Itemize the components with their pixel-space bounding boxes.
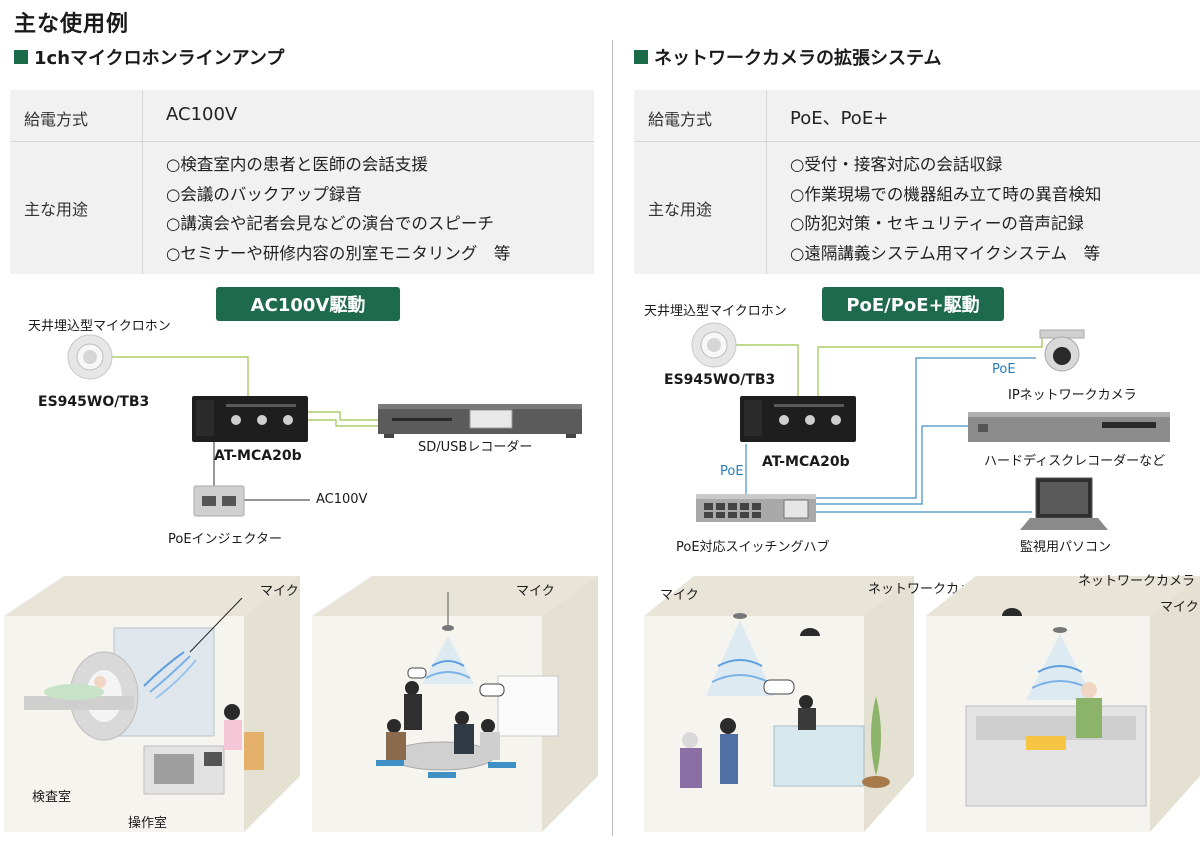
left-uses-list: ○検査室内の患者と医師の会話支援 ○会議のバックアップ録音 ○講演会や記者会見な… (166, 150, 510, 268)
square-bullet-icon (634, 50, 648, 64)
factory-scene (926, 576, 1200, 832)
exam-room-label: 検査室 (32, 790, 72, 805)
poe-tag-amp: PoE (720, 464, 744, 479)
list-item: ○講演会や記者会見などの演台でのスピーチ (166, 214, 494, 233)
reception-mic-label: マイク (660, 588, 699, 603)
right-spec-power-row: 給電方式 PoE、PoE+ (634, 90, 1200, 142)
hub-to-hdd-line (816, 425, 968, 505)
control-room-label: 操作室 (128, 816, 168, 831)
right-mic-caption: 天井埋込型マイクロホン (644, 304, 787, 319)
switching-hub-icon (696, 494, 816, 522)
list-item: ○セミナーや研修内容の別室モニタリング 等 (166, 243, 511, 263)
switch-hub-label: PoE対応スイッチングハブ (676, 540, 830, 555)
right-power-value: PoE、PoE+ (790, 108, 889, 129)
pc-label: 監視用パソコン (1020, 540, 1112, 555)
amp-to-recorder-line-2 (308, 419, 378, 427)
amp-to-camera-line (817, 335, 1043, 396)
list-item: ○受付・接客対応の会話収録 (790, 155, 1003, 174)
left-power-badge: AC100V駆動 (216, 287, 400, 321)
left-recorder-label: SD/USBレコーダー (418, 440, 533, 455)
list-item: ○防犯対策・セキュリティーの音声記録 (790, 214, 1084, 233)
page-title: 主な使用例 (14, 12, 130, 37)
list-item: ○作業現場での機器組み立て時の異音検知 (790, 184, 1102, 204)
ceiling-mic-icon (691, 322, 737, 368)
left-injector-label: PoEインジェクター (168, 532, 283, 547)
amplifier-icon (740, 396, 856, 442)
right-amp-model: AT-MCA20b (762, 454, 850, 470)
ceiling-mic-icon (67, 334, 113, 380)
right-column: ネットワークカメラの拡張システム 給電方式 PoE、PoE+ 主な用途 ○受付・… (622, 0, 1200, 846)
left-mic-model: ES945WO/TB3 (38, 394, 150, 410)
meeting-mic-label: マイク (516, 584, 555, 599)
right-mic-model: ES945WO/TB3 (664, 372, 776, 388)
left-amp-model: AT-MCA20b (214, 448, 302, 464)
left-power-label: 給電方式 (24, 110, 89, 129)
meeting-scene (312, 576, 598, 832)
left-section-title-text: 1chマイクロホンラインアンプ (34, 48, 285, 69)
list-item: ○会議のバックアップ録音 (166, 184, 362, 204)
left-section-title: 1chマイクロホンラインアンプ (14, 44, 284, 70)
column-divider (612, 40, 613, 836)
exam-room-scene (4, 576, 300, 832)
right-uses-list: ○受付・接客対応の会話収録 ○作業現場での機器組み立て時の異音検知 ○防犯対策・… (790, 150, 1101, 268)
factory-mic-label: マイク (1160, 600, 1199, 615)
right-system-diagram (691, 322, 1170, 530)
left-uses-label: 主な用途 (24, 200, 89, 219)
left-column: 1chマイクロホンラインアンプ 給電方式 AC100V 主な用途 ○検査室内の患… (4, 44, 598, 832)
left-spec-table: 給電方式 AC100V 主な用途 ○検査室内の患者と医師の会話支援 ○会議のバッ… (10, 90, 594, 274)
recorder-icon (378, 404, 582, 438)
right-section-title-text: ネットワークカメラの拡張システム (654, 48, 942, 69)
mic-to-amp-line (734, 344, 799, 396)
left-mic-caption: 天井埋込型マイクロホン (28, 319, 171, 334)
factory-camera-label: ネットワークカメラ (1078, 574, 1196, 589)
ip-camera-icon (1039, 329, 1085, 372)
poe-injector-icon (193, 485, 245, 517)
left-spec-power-row: 給電方式 AC100V (10, 90, 594, 142)
amplifier-icon (192, 396, 308, 442)
list-item: ○検査室内の患者と医師の会話支援 (166, 155, 428, 174)
left-power-value: AC100V (166, 104, 238, 125)
right-spec-table: 給電方式 PoE、PoE+ 主な用途 ○受付・接客対応の会話収録 ○作業現場での… (634, 90, 1200, 274)
right-power-badge: PoE/PoE+駆動 (822, 287, 1004, 321)
monitoring-pc-icon (1020, 477, 1108, 530)
reception-scene (644, 576, 914, 832)
camera-label: IPネットワークカメラ (1008, 388, 1137, 403)
left-ac-label: AC100V (316, 492, 368, 507)
right-power-label: 給電方式 (648, 110, 713, 129)
hdd-recorder-icon (968, 412, 1170, 442)
hub-to-camera-line (816, 357, 1036, 499)
hdd-recorder-label: ハードディスクレコーダーなど (984, 454, 1166, 469)
list-item: ○遠隔講義システム用マイクシステム 等 (790, 243, 1101, 263)
exam-mic-label: マイク (260, 584, 299, 599)
left-system-diagram (67, 334, 582, 517)
amp-to-recorder-line-1 (308, 411, 378, 421)
right-section-title: ネットワークカメラの拡張システム (634, 44, 941, 70)
square-bullet-icon (14, 50, 28, 64)
poe-tag-camera: PoE (992, 362, 1016, 377)
right-uses-label: 主な用途 (648, 200, 713, 219)
mic-to-amp-line (110, 356, 249, 398)
